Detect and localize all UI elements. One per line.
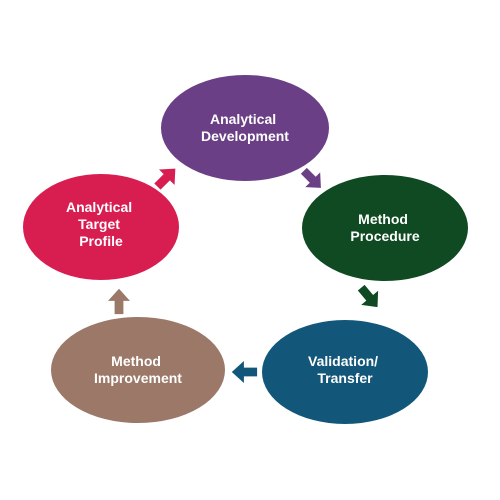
node-analytical-target-profile-label-3: Profile [79,233,123,249]
node-analytical-development-label-2: Development [201,128,289,144]
node-method-procedure: Method Procedure [302,175,468,281]
node-analytical-development: Analytical Development [161,75,329,181]
node-method-improvement: Method Improvement [51,317,225,423]
arrow-down-right-icon [357,284,379,308]
node-method-procedure-shape [302,175,468,281]
node-validation-transfer: Validation/ Transfer [262,320,428,424]
svg-text:Validation/ Transfer: Validation/ Transfer [308,353,382,386]
node-validation-transfer-label-2: Transfer [317,370,373,386]
node-analytical-development-label-1: Analytical [210,111,276,127]
arrow-left-icon [231,361,258,383]
node-method-improvement-shape [51,317,225,423]
arrow-down-right-icon [300,167,321,188]
node-analytical-target-profile: Analytical Target Profile [23,174,179,280]
svg-text:Method Procedure: Method Procedure [350,211,419,244]
node-method-improvement-label-2: Improvement [94,370,182,386]
node-validation-transfer-shape [262,320,428,424]
svg-text:Method Improvement: Method Improvement [94,353,182,386]
node-method-improvement-label-1: Method [111,353,161,369]
node-analytical-development-shape [161,75,329,181]
node-method-procedure-label-2: Procedure [350,228,419,244]
node-method-procedure-label-1: Method [358,211,408,227]
node-analytical-target-profile-label-2: Target [78,216,120,232]
node-validation-transfer-label-1: Validation/ [308,353,378,369]
arrow-up-right-icon [154,168,176,190]
arrow-up-icon [107,288,131,315]
svg-text:Analytical Target: Analytical Target Profile [66,199,136,249]
node-analytical-target-profile-label-1: Analytical [66,199,132,215]
node-analytical-target-profile-shape [23,174,179,280]
svg-text:Analytical Development: Analytical Development [201,111,289,144]
